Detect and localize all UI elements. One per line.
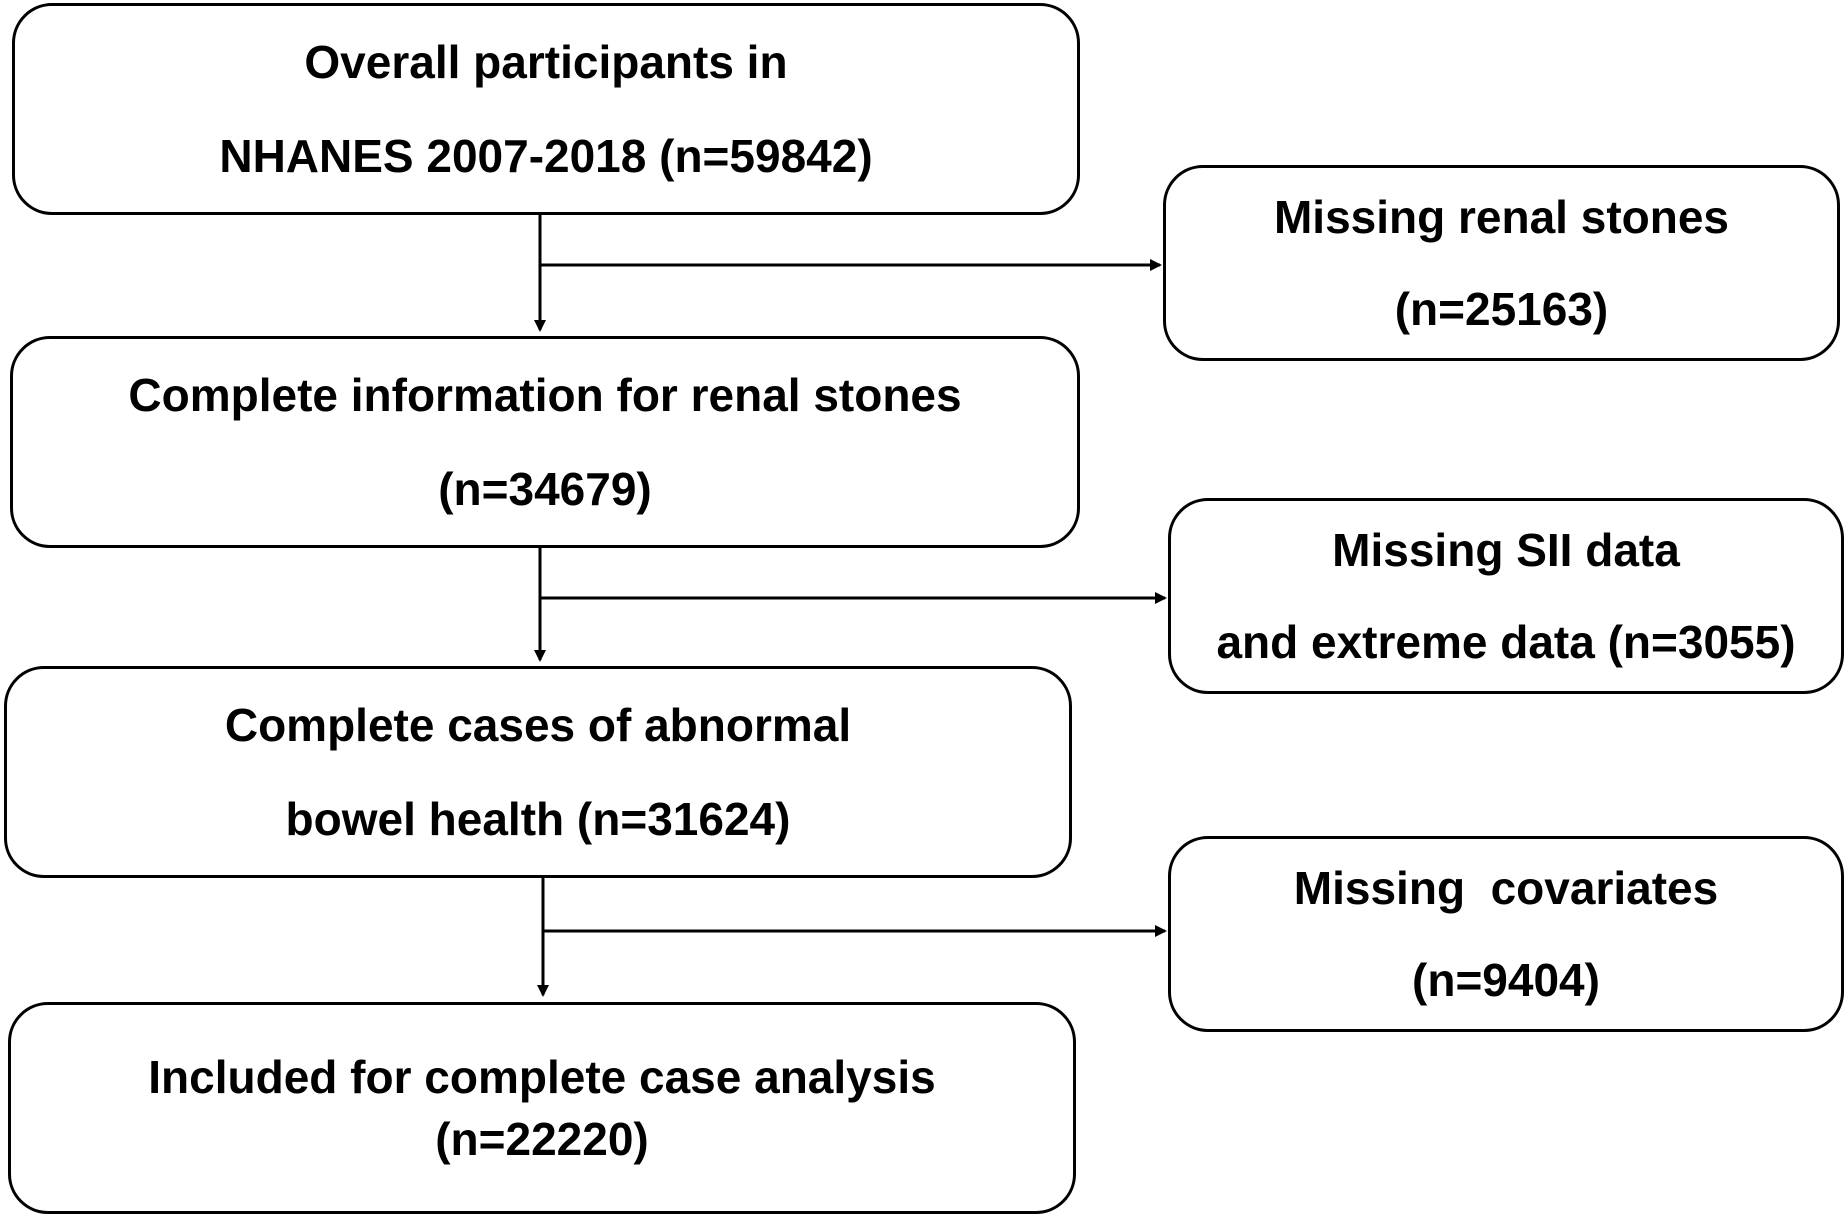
box-text-line: NHANES 2007-2018 (n=59842) bbox=[219, 130, 873, 182]
box-text-line: Complete information for renal stones bbox=[128, 369, 962, 421]
box-text-line: (n=9404) bbox=[1412, 954, 1600, 1006]
box-text-line: Missing SII data bbox=[1332, 524, 1680, 576]
box-included-analysis: Included for complete case analysis (n=2… bbox=[8, 1002, 1076, 1214]
box-missing-renal-stones: Missing renal stones (n=25163) bbox=[1163, 165, 1840, 361]
box-missing-covariates: Missing covariates (n=9404) bbox=[1168, 836, 1844, 1032]
box-text-line: bowel health (n=31624) bbox=[285, 793, 791, 845]
box-text-line: Missing covariates bbox=[1293, 862, 1719, 914]
box-text-line: and extreme data (n=3055) bbox=[1216, 616, 1796, 668]
box-text-line: (n=34679) bbox=[438, 463, 652, 515]
box-text-line: Missing renal stones bbox=[1273, 191, 1729, 243]
box-text-line: Included for complete case analysis bbox=[148, 1051, 936, 1103]
box-complete-renal-stones: Complete information for renal stones (n… bbox=[10, 336, 1080, 548]
box-missing-sii-data: Missing SII data and extreme data (n=305… bbox=[1168, 498, 1844, 694]
box-text-line: (n=22220) bbox=[435, 1113, 649, 1165]
box-text-line: Complete cases of abnormal bbox=[224, 699, 852, 751]
box-text-line: Overall participants in bbox=[304, 36, 788, 88]
box-text-line: (n=25163) bbox=[1394, 283, 1609, 335]
box-overall-participants: Overall participants in NHANES 2007-2018… bbox=[12, 3, 1080, 215]
box-complete-bowel-health: Complete cases of abnormal bowel health … bbox=[4, 666, 1072, 878]
